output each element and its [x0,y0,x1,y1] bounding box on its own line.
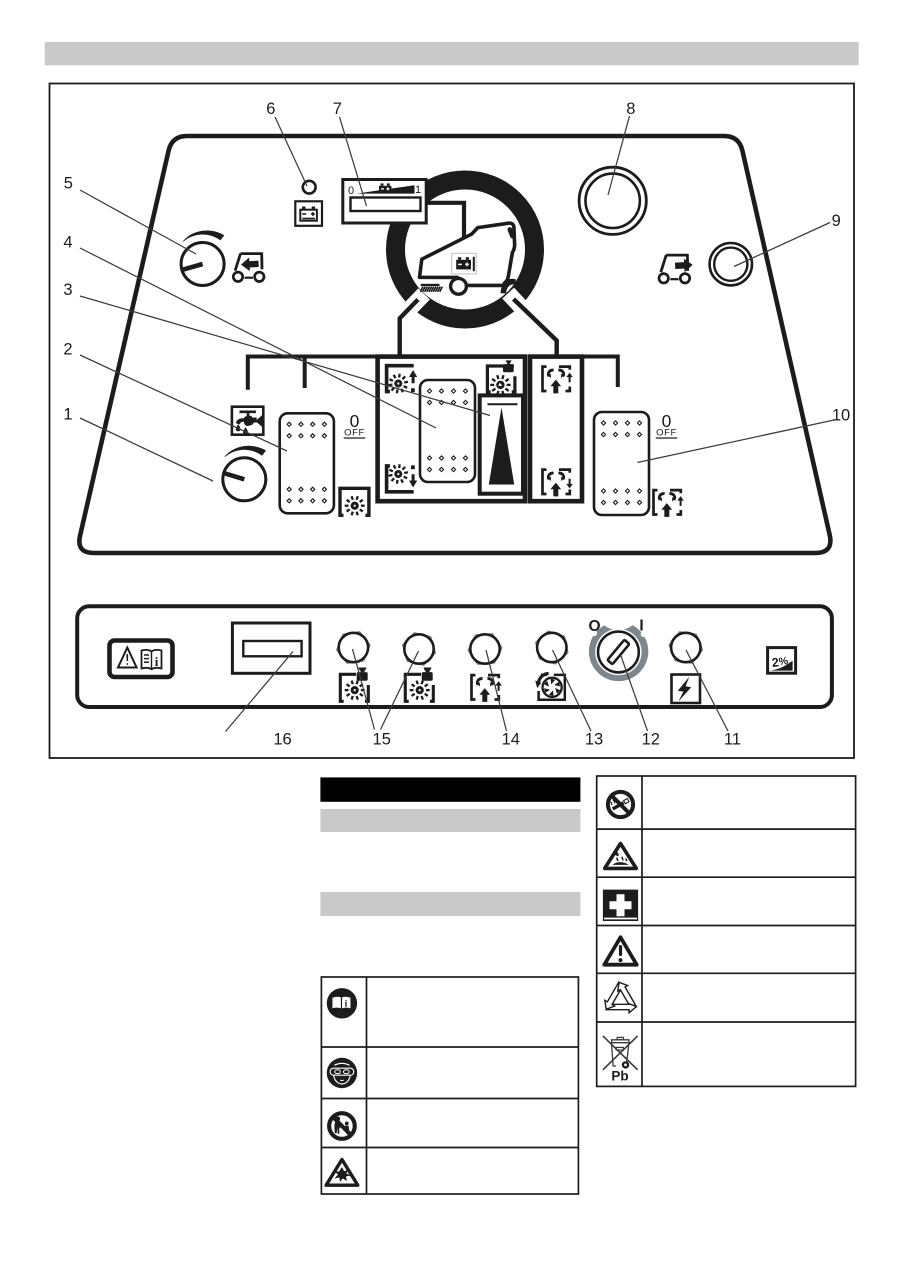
svg-text:4: 4 [63,234,72,252]
svg-text:12: 12 [642,731,660,749]
svg-text:13: 13 [585,731,603,749]
svg-text:OFF: OFF [656,428,677,439]
svg-text:1: 1 [415,184,421,196]
svg-text:14: 14 [502,731,520,749]
svg-text:0: 0 [350,411,360,431]
svg-text:7: 7 [333,100,342,118]
svg-text:11: 11 [724,731,741,749]
svg-text:9: 9 [832,212,841,230]
svg-text:16: 16 [273,731,291,749]
svg-text:OFF: OFF [344,428,365,439]
svg-text:8: 8 [626,100,635,118]
svg-text:2%: 2% [771,654,790,670]
svg-text:3: 3 [63,281,72,299]
svg-text:2: 2 [63,341,72,359]
svg-text:0: 0 [348,185,354,197]
svg-text:5: 5 [64,175,73,193]
svg-text:15: 15 [373,731,391,749]
svg-text:1: 1 [63,406,72,424]
svg-text:i: i [155,654,159,669]
svg-text:i: i [345,1000,348,1010]
svg-text:0: 0 [662,411,672,431]
svg-text:Pb: Pb [611,1069,628,1084]
svg-text:10: 10 [832,407,850,425]
svg-text:O: O [588,618,600,635]
svg-text:I: I [639,618,643,635]
svg-text:6: 6 [266,100,275,118]
